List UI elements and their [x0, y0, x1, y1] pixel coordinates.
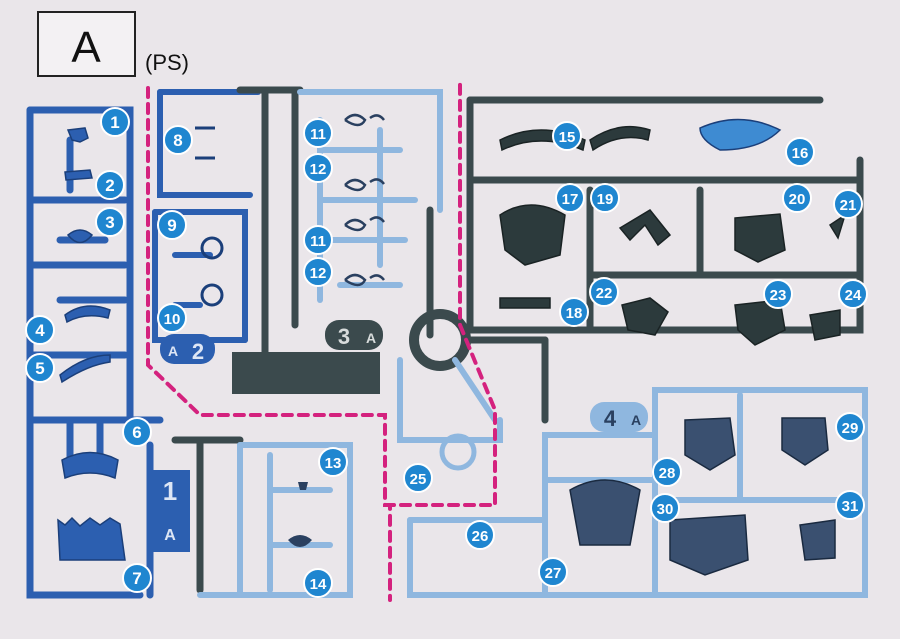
sprue-right-dark-frame [466, 96, 864, 424]
part-number-callout-15: 15 [552, 121, 582, 151]
part-number-callout-6: 6 [122, 417, 152, 447]
part-number-label: 30 [657, 501, 674, 518]
part-number-callout-28: 28 [652, 457, 682, 487]
sprue-tag-1: 1 A [150, 470, 190, 552]
part-number-label: 13 [325, 455, 342, 472]
part-number-label: 7 [132, 569, 141, 588]
part-number-label: 26 [472, 528, 489, 545]
sprue-tag-4: 4 A [590, 402, 648, 432]
section-letter-box [37, 11, 136, 77]
part-number-label: 10 [164, 311, 181, 328]
part-number-label: 24 [845, 287, 862, 304]
part-number-label: 27 [545, 565, 562, 582]
part-number-callout-13: 13 [318, 447, 348, 477]
part-number-callout-17: 17 [555, 183, 585, 213]
part-number-callout-11: 11 [303, 225, 333, 255]
part-number-callout-20: 20 [782, 183, 812, 213]
part-number-callout-14: 14 [303, 568, 333, 598]
part-number-callout-22: 22 [589, 277, 619, 307]
part-number-label: 12 [310, 161, 327, 178]
svg-text:2: 2 [192, 339, 204, 364]
part-number-label: 4 [35, 321, 45, 340]
part-number-label: 12 [310, 265, 327, 282]
part-number-callout-16: 16 [785, 137, 815, 167]
sprue-2-parts [195, 126, 224, 307]
part-number-label: 8 [173, 131, 182, 150]
part-number-label: 18 [566, 305, 583, 322]
svg-text:4: 4 [604, 406, 617, 431]
cut-lines [146, 78, 497, 602]
part-number-callout-2: 2 [95, 170, 125, 200]
svg-text:A: A [168, 343, 178, 359]
svg-text:A: A [631, 412, 641, 428]
sprue-tag-3: 3 A [325, 320, 383, 350]
part-number-label: 14 [310, 576, 327, 593]
part-number-label: 1 [110, 113, 119, 132]
sprue-connector [397, 309, 549, 471]
part-number-callout-19: 19 [590, 183, 620, 213]
part-number-callout-21: 21 [833, 189, 863, 219]
svg-text:A: A [164, 527, 176, 544]
part-number-label: 15 [559, 129, 576, 146]
part-number-callout-29: 29 [835, 412, 865, 442]
svg-text:1: 1 [163, 476, 177, 506]
part-number-label: 29 [842, 420, 859, 437]
sprue-tag-2: A 2 [160, 334, 215, 364]
part-number-label: 23 [770, 287, 787, 304]
part-number-callout-12: 12 [303, 153, 333, 183]
part-number-callout-24: 24 [838, 279, 868, 309]
part-number-callout-25: 25 [403, 463, 433, 493]
part-number-callout-30: 30 [650, 493, 680, 523]
sprue-lower-centre-parts [288, 482, 312, 547]
part-number-callout-7: 7 [122, 563, 152, 593]
sprue-1-parts [57, 127, 126, 561]
section-letter: A [71, 23, 101, 72]
sprue-3-parts [344, 113, 385, 287]
part-number-label: 2 [105, 176, 114, 195]
part-number-label: 31 [842, 498, 859, 515]
part-number-label: 17 [562, 191, 579, 208]
part-number-callout-8: 8 [163, 125, 193, 155]
part-number-label: 16 [792, 145, 809, 162]
svg-text:3: 3 [338, 324, 350, 349]
part-number-label: 22 [596, 285, 613, 302]
part-number-callout-4: 4 [25, 315, 55, 345]
part-number-label: 11 [310, 233, 326, 250]
part-number-label: 9 [167, 216, 176, 235]
svg-text:A: A [366, 330, 376, 346]
part-number-callout-10: 10 [157, 303, 187, 333]
part-number-label: 20 [789, 191, 806, 208]
sprue-3-gate-block [232, 352, 380, 394]
part-number-callout-12: 12 [303, 257, 333, 287]
part-number-label: 6 [132, 423, 141, 442]
section-subtitle: (PS) [145, 50, 189, 75]
part-number-label: 11 [310, 126, 326, 143]
part-number-callout-31: 31 [835, 490, 865, 520]
part-number-callout-18: 18 [559, 297, 589, 327]
part-number-label: 28 [659, 465, 676, 482]
part-number-label: 21 [840, 197, 857, 214]
part-number-callout-1: 1 [100, 107, 130, 137]
part-number-callout-5: 5 [25, 353, 55, 383]
part-number-callout-11: 11 [303, 118, 333, 148]
part-number-callout-27: 27 [538, 557, 568, 587]
part-number-callout-3: 3 [95, 207, 125, 237]
sprue-right-dark-parts [499, 125, 847, 346]
part-number-label: 3 [105, 213, 114, 232]
part-number-label: 19 [597, 191, 614, 208]
part-number-label: 5 [35, 359, 44, 378]
part-16-shape [699, 118, 782, 151]
part-number-label: 25 [410, 471, 427, 488]
part-number-callout-26: 26 [465, 520, 495, 550]
part-number-callout-9: 9 [157, 210, 187, 240]
sprue-4-parts [569, 417, 836, 576]
part-number-callout-23: 23 [763, 279, 793, 309]
